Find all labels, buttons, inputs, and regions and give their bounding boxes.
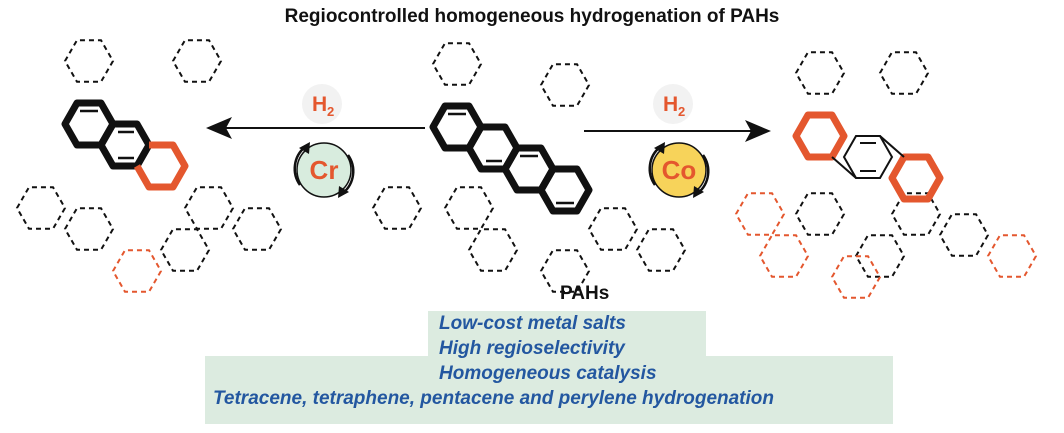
optional-ring (986, 234, 1038, 278)
substrate-label: PAHs (560, 283, 610, 304)
feature-regioselectivity: High regioselectivity (439, 338, 625, 359)
optional-ring (758, 234, 810, 278)
context-ring (231, 207, 283, 251)
right-h2-subscript: 2 (678, 104, 685, 119)
left-product-core (61, 99, 189, 191)
scheme-title: Regiocontrolled homogeneous hydrogenatio… (284, 6, 780, 27)
context-ring (443, 186, 495, 230)
optional-ring (111, 249, 163, 293)
right-product-core (792, 111, 944, 203)
left-h2-chip: H 2 (302, 84, 342, 124)
context-ring (159, 228, 211, 272)
substrate-core (429, 102, 593, 215)
optional-ring (734, 192, 786, 236)
right-product-context-rings (734, 51, 1038, 299)
optional-ring (830, 255, 882, 299)
context-ring (794, 51, 846, 95)
cobalt-catalyst-badge: Co (648, 142, 710, 198)
context-ring (878, 51, 930, 95)
features-box-upper (428, 311, 706, 363)
context-ring (635, 228, 687, 272)
context-ring (794, 192, 846, 236)
feature-low-cost: Low-cost metal salts (439, 313, 626, 334)
context-ring (63, 207, 115, 251)
right-h2-chip: H 2 (653, 84, 693, 124)
feature-substrates: Tetracene, tetraphene, pentacene and per… (213, 388, 775, 409)
feature-homogeneous: Homogeneous catalysis (439, 363, 657, 384)
context-ring (171, 39, 223, 83)
context-ring (539, 63, 591, 107)
left-product-context-rings (15, 39, 283, 293)
context-ring (15, 186, 67, 230)
context-ring (183, 186, 235, 230)
substrate-context-rings (371, 42, 687, 293)
context-ring (467, 228, 519, 272)
chromium-catalyst-badge: Cr (293, 142, 355, 198)
cycle-arrow-icon (293, 146, 306, 186)
cycle-arrow-icon (648, 146, 661, 186)
left-h2-subscript: 2 (327, 104, 334, 119)
left-h2-label: H (312, 93, 327, 116)
context-ring (539, 249, 591, 293)
right-h2-label: H (663, 93, 678, 116)
features-box-lower (205, 356, 893, 424)
left-reaction-arrow (206, 117, 425, 139)
catalyst-co-label: Co (662, 155, 697, 185)
context-ring (371, 186, 423, 230)
context-ring (63, 39, 115, 83)
context-ring (854, 234, 906, 278)
catalyst-cr-label: Cr (310, 155, 339, 185)
context-ring (587, 207, 639, 251)
context-ring (938, 213, 990, 257)
right-reaction-arrow (584, 120, 771, 142)
context-ring (431, 42, 483, 86)
